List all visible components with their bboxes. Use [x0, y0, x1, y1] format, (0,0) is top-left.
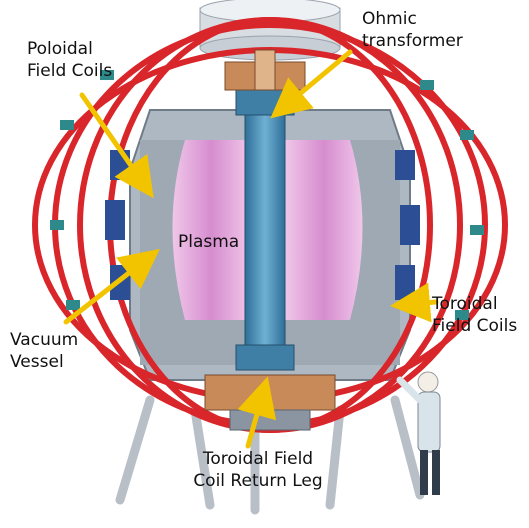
label-poloidal-field-coils: Poloidal Field Coils: [27, 38, 112, 82]
label-plasma: Plasma: [178, 231, 239, 253]
label-toroidal-field-coil-return-leg: Toroidal Field Coil Return Leg: [173, 448, 343, 492]
label-toroidal-field-coils: Toroidal Field Coils: [432, 293, 517, 337]
label-vacuum-vessel: Vacuum Vessel: [10, 329, 78, 373]
toroidal-arrow: [400, 302, 436, 305]
label-ohmic-transformer: Ohmic transformer: [362, 8, 463, 52]
central-column: [236, 90, 294, 370]
